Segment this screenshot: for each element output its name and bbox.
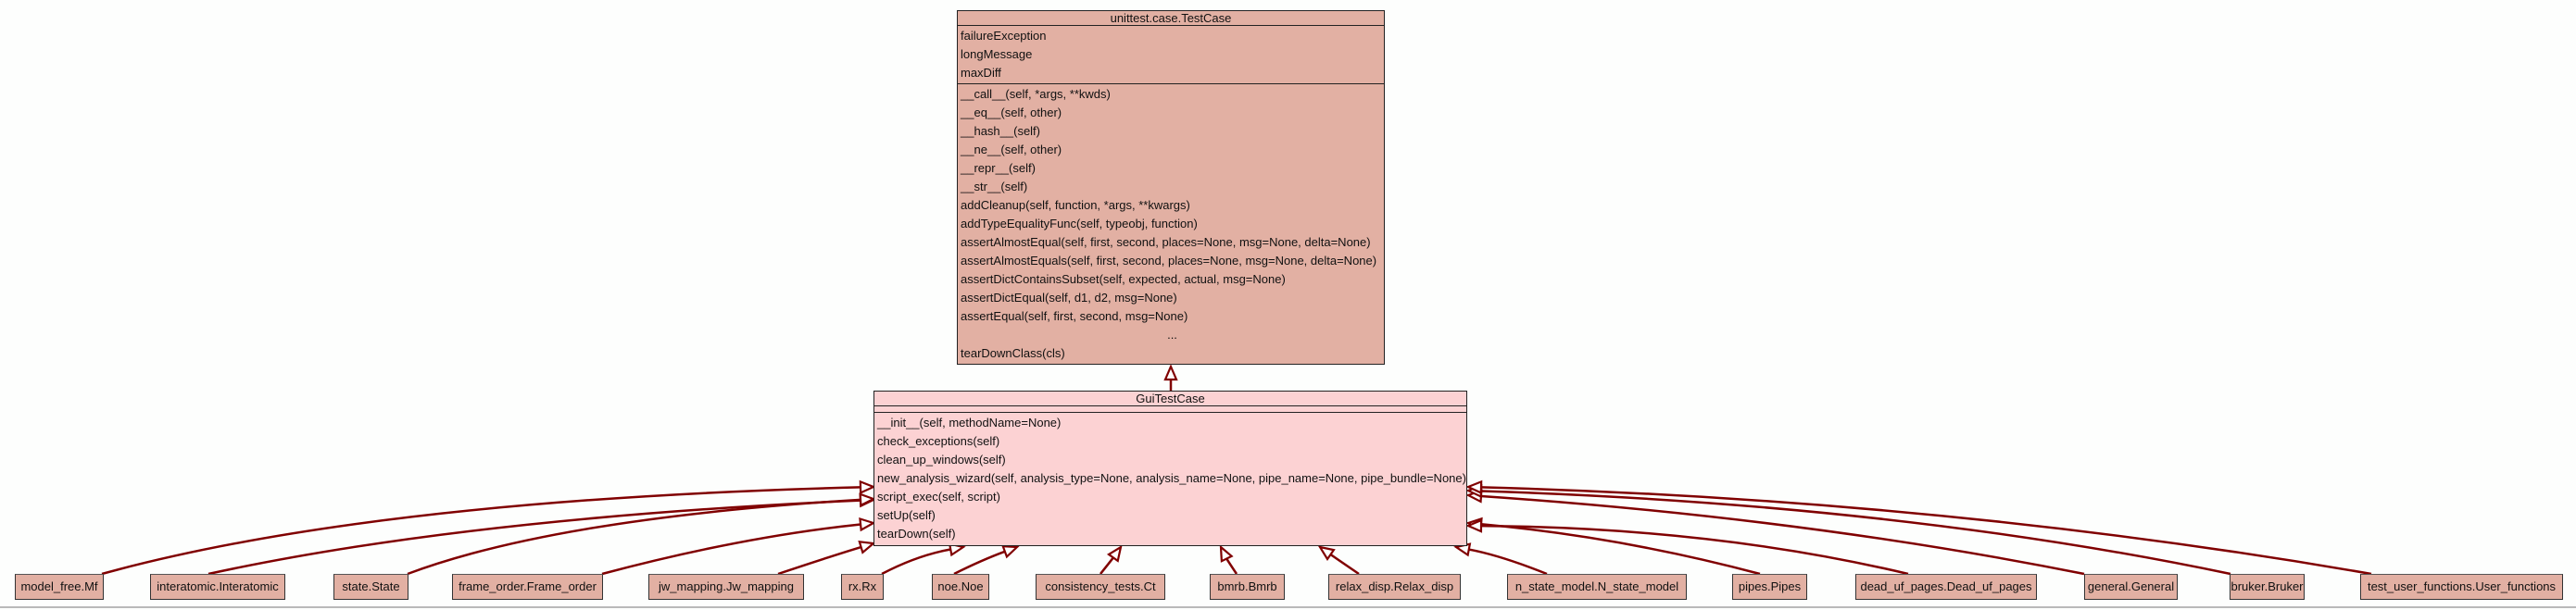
inheritance-arrowhead-icon	[859, 492, 876, 507]
method: __eq__(self, other)	[961, 106, 1062, 119]
inheritance-edge	[101, 486, 861, 576]
inheritance-arrowhead-icon	[1317, 545, 1336, 561]
class-box-subclass[interactable]: pipes.Pipes	[1732, 574, 1807, 600]
method: check_exceptions(self)	[877, 434, 1000, 448]
class-box-guitestcase[interactable]: GuiTestCase __init__(self, methodName=No…	[873, 391, 1467, 546]
method: assertDictContainsSubset(self, expected,…	[961, 272, 1286, 286]
class-box-subclass[interactable]: test_user_functions.User_functions	[2360, 574, 2563, 600]
method: __repr__(self)	[961, 161, 1036, 175]
method: __str__(self)	[961, 180, 1028, 193]
inheritance-arrowhead-icon	[1219, 544, 1234, 563]
bottom-divider	[0, 606, 2576, 608]
inheritance-edge	[1480, 490, 2231, 576]
inheritance-edge	[407, 498, 861, 576]
attribute: maxDiff	[961, 66, 1001, 80]
methods-section: __init__(self, methodName=None) check_ex…	[874, 413, 1466, 544]
inheritance-edge	[777, 545, 861, 576]
inheritance-edge	[953, 550, 1006, 576]
inheritance-edge	[1480, 523, 1761, 576]
class-box-subclass[interactable]: dead_uf_pages.Dead_uf_pages	[1855, 574, 2037, 600]
class-box-subclass[interactable]: state.State	[333, 574, 408, 600]
class-box-subclass[interactable]: relax_disp.Relax_disp	[1328, 574, 1461, 600]
method: __hash__(self)	[961, 124, 1040, 138]
class-box-subclass[interactable]: frame_order.Frame_order	[452, 574, 603, 600]
class-box-subclass[interactable]: interatomic.Interatomic	[150, 574, 285, 600]
inheritance-edge	[1225, 557, 1238, 575]
method: clean_up_windows(self)	[877, 453, 1006, 467]
inheritance-arrowhead-icon	[1163, 364, 1178, 381]
attribute: longMessage	[961, 47, 1033, 61]
class-box-subclass[interactable]: n_state_model.N_state_model	[1507, 574, 1687, 600]
method: __call__(self, *args, **kwds)	[961, 87, 1111, 101]
method: __init__(self, methodName=None)	[877, 416, 1062, 429]
class-title: GuiTestCase	[874, 392, 1466, 406]
method: new_analysis_wizard(self, analysis_type=…	[877, 471, 1466, 485]
class-box-subclass[interactable]: bmrb.Bmrb	[1210, 574, 1285, 600]
method: assertAlmostEqual(self, first, second, p…	[961, 235, 1371, 249]
inheritance-edge	[1468, 548, 1548, 576]
class-title: unittest.case.TestCase	[958, 11, 1384, 26]
class-box-subclass[interactable]: consistency_tests.Ct	[1036, 574, 1165, 600]
inheritance-arrowhead-icon	[1001, 545, 1020, 559]
inheritance-edge	[1329, 554, 1360, 576]
inheritance-edge	[207, 499, 861, 576]
class-box-subclass[interactable]: model_free.Mf	[15, 574, 104, 600]
method: assertEqual(self, first, second, msg=Non…	[961, 309, 1188, 323]
attributes-section: failureException longMessage maxDiff	[958, 26, 1384, 84]
class-box-subclass[interactable]: noe.Noe	[932, 574, 989, 600]
inheritance-arrowhead-icon	[1465, 518, 1483, 533]
inheritance-edge	[601, 523, 861, 576]
method: script_exec(self, script)	[877, 490, 1000, 504]
attribute: failureException	[961, 29, 1047, 43]
inheritance-arrowhead-icon	[1106, 544, 1123, 563]
class-box-testcase[interactable]: unittest.case.TestCase failureException …	[957, 10, 1385, 365]
inheritance-edge	[1480, 524, 1909, 576]
method: assertDictEqual(self, d1, d2, msg=None)	[961, 291, 1177, 305]
inheritance-arrowhead-icon	[1465, 479, 1483, 495]
method: addTypeEqualityFunc(self, typeobj, funct…	[961, 217, 1198, 230]
class-box-subclass[interactable]: general.General	[2084, 574, 2178, 600]
inheritance-arrowhead-icon	[858, 541, 876, 554]
attributes-section-empty	[874, 406, 1466, 413]
inheritance-edge	[1480, 486, 2372, 576]
inheritance-edge	[1480, 494, 2085, 576]
class-box-subclass[interactable]: bruker.Bruker	[2230, 574, 2305, 600]
method: assertAlmostEquals(self, first, second, …	[961, 254, 1377, 268]
method: tearDownClass(cls)	[961, 346, 1065, 360]
inheritance-arrowhead-icon	[859, 517, 876, 532]
inheritance-edge	[1100, 556, 1114, 575]
class-box-subclass[interactable]: jw_mapping.Jw_mapping	[648, 574, 804, 600]
methods-section: __call__(self, *args, **kwds) __eq__(sel…	[958, 84, 1384, 364]
method: addCleanup(self, function, *args, **kwar…	[961, 198, 1190, 212]
inheritance-arrowhead-icon	[859, 479, 876, 495]
method: tearDown(self)	[877, 527, 956, 541]
class-box-subclass[interactable]: rx.Rx	[841, 574, 884, 600]
method: setUp(self)	[877, 508, 936, 522]
more-methods-ellipsis: ...	[1167, 328, 1177, 342]
method: __ne__(self, other)	[961, 143, 1062, 156]
inheritance-edge	[881, 548, 951, 576]
